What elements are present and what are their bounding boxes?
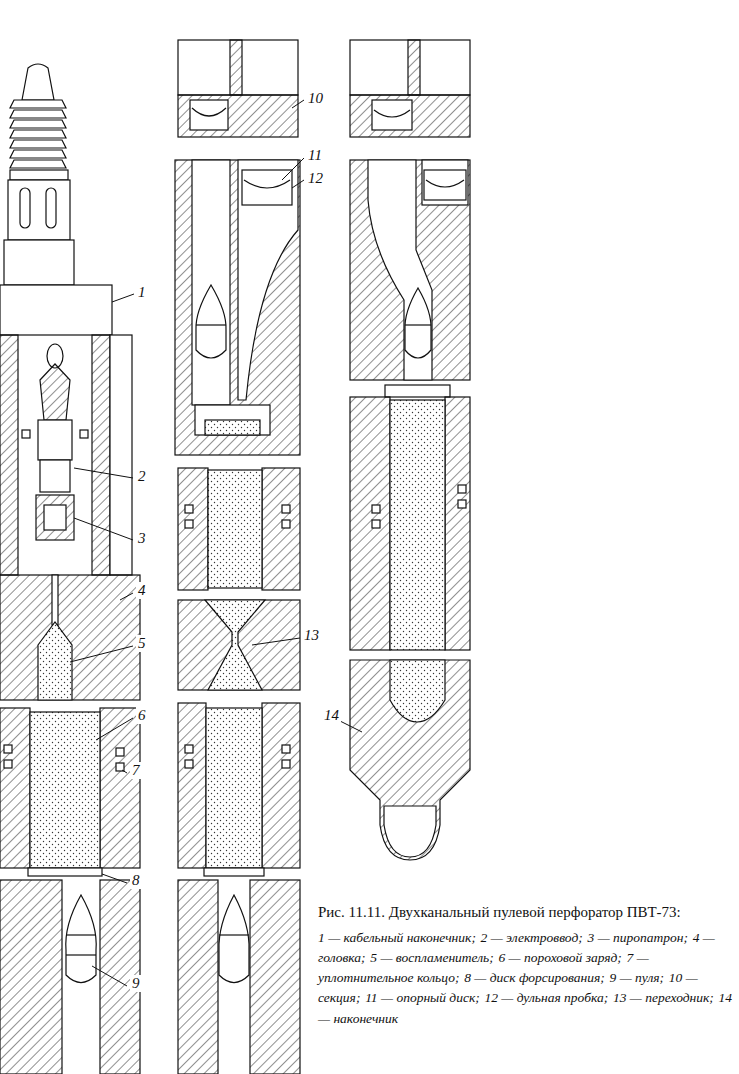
callout-number: 11 [306, 147, 324, 164]
part-list-item: 2 — электроввод; [481, 930, 583, 945]
callout-number: 14 [322, 707, 341, 724]
part-list-item: 5 — воспламенитель; [370, 950, 493, 965]
callout-number: 8 [130, 872, 142, 889]
callout-number: 4 [136, 582, 148, 599]
callout-number: 9 [130, 975, 142, 992]
leader-lines [70, 100, 362, 986]
part-list-item: 9 — пуля; [610, 970, 665, 985]
part-list-item: 6 — пороховой заряд; [498, 950, 621, 965]
callout-number: 2 [136, 468, 148, 485]
callout-number: 6 [136, 707, 148, 724]
column-middle [175, 40, 300, 1074]
part-list-item: 11 — опорный диск; [365, 990, 480, 1005]
callout-number: 3 [136, 530, 148, 547]
figure-caption: Рис. 11.11. Двухканальный пулевой перфор… [318, 903, 734, 923]
part-list-item: 13 — переходник; [613, 990, 714, 1005]
callout-number: 12 [306, 170, 325, 187]
callout-number: 7 [130, 762, 142, 779]
parts-list: 1 — кабельный наконечник; 2 — электроввод… [318, 928, 734, 1029]
part-list-item: 1 — кабельный наконечник; [318, 930, 476, 945]
caption-block: Рис. 11.11. Двухканальный пулевой перфор… [318, 903, 734, 1029]
callout-number: 1 [136, 284, 148, 301]
part-list-item: 8 — диск форсирования; [464, 970, 605, 985]
column-left [0, 64, 140, 1074]
part-list-item: 3 — пиропатрон; [588, 930, 688, 945]
callout-number: 13 [302, 627, 321, 644]
callout-number: 5 [136, 635, 148, 652]
column-right [350, 40, 470, 860]
part-list-item: 12 — дульная пробка; [484, 990, 608, 1005]
callout-number: 10 [306, 90, 325, 107]
